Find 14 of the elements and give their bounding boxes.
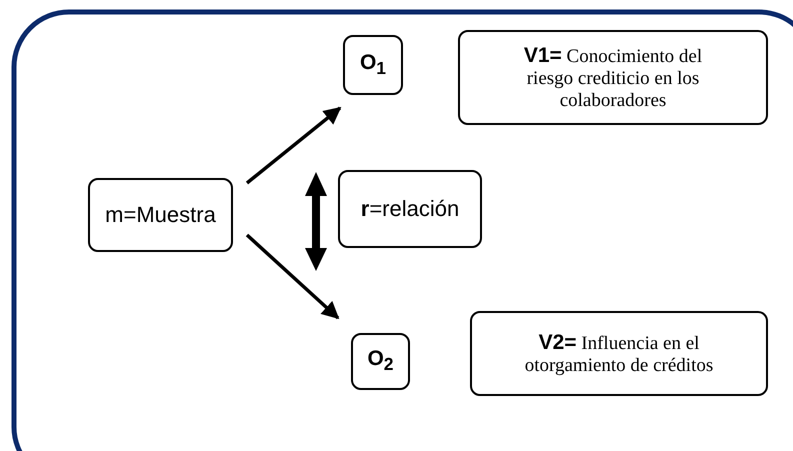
box-text: V1= Conocimiento del riesgo crediticio en los colaboradores xyxy=(522,44,704,112)
box-text: m=Muestra xyxy=(105,202,216,228)
observation-box xyxy=(343,35,403,95)
box-text: O$_{1}$ xyxy=(360,50,386,80)
arrow xyxy=(246,106,342,184)
box-text: O$_{2}$ xyxy=(367,347,394,376)
variable-box xyxy=(458,30,768,125)
box-text: V2= Influencia en el otorgamiento de créditos xyxy=(524,330,714,376)
box-text: r=relación xyxy=(360,196,460,222)
arrow xyxy=(246,234,340,320)
relation-box xyxy=(338,170,482,248)
sample-box xyxy=(88,178,233,252)
variable-box xyxy=(470,311,768,396)
observation-box xyxy=(351,333,410,390)
